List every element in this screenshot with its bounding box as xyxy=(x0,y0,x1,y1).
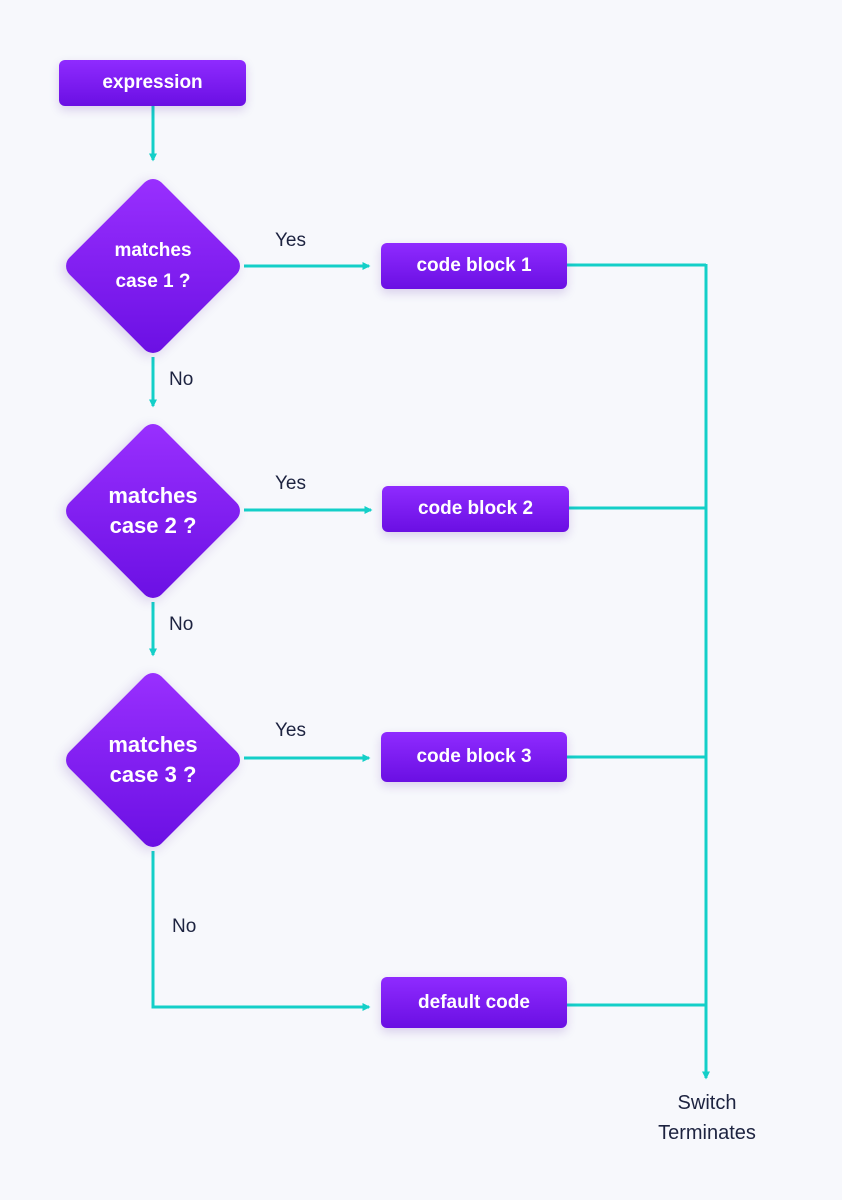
edge-label-yes-2: Yes xyxy=(275,473,306,494)
arrow-case3-no xyxy=(151,851,371,1011)
expression-node: expression xyxy=(59,60,246,106)
expression-label: expression xyxy=(102,72,203,93)
switch-terminates-label: Switch Terminates xyxy=(637,1088,777,1148)
code-block-3: code block 3 xyxy=(381,732,567,782)
decision-case1-line2: case 1 ? xyxy=(115,271,191,292)
default-code-block: default code xyxy=(381,977,567,1028)
code-block-2-label: code block 2 xyxy=(417,498,534,519)
decision-case3-line2: case 3 ? xyxy=(109,762,197,787)
edge-label-no-3: No xyxy=(172,916,197,937)
edge-label-no-1: No xyxy=(169,369,194,390)
edge-label-no-2: No xyxy=(169,614,194,635)
code-block-1-label: code block 1 xyxy=(416,255,532,276)
decision-case2-line1: matches xyxy=(108,483,198,508)
edge-label-yes-3: Yes xyxy=(275,720,306,741)
code-block-2: code block 2 xyxy=(382,486,569,532)
edge-label-yes-1: Yes xyxy=(275,230,306,251)
decision-case2: matches case 2 ? xyxy=(61,419,245,603)
terminate-line2: Terminates xyxy=(658,1122,756,1144)
code-block-3-label: code block 3 xyxy=(416,746,532,767)
decision-case1-line1: matches xyxy=(114,240,192,261)
decision-case3: matches case 3 ? xyxy=(61,668,245,852)
default-code-label: default code xyxy=(418,991,530,1013)
code-block-1: code block 1 xyxy=(381,243,567,289)
decision-case2-line2: case 2 ? xyxy=(109,513,197,538)
terminate-line1: Switch xyxy=(677,1092,737,1114)
decision-case3-line1: matches xyxy=(108,732,198,757)
decision-case1: matches case 1 ? xyxy=(61,174,245,358)
